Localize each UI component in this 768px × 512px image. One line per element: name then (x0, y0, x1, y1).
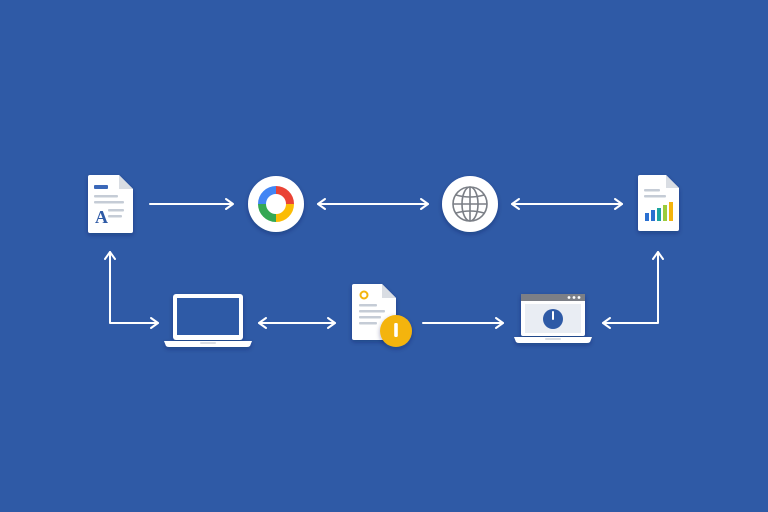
connectors (104, 198, 664, 329)
connector-text-document-to-color-wheel (149, 198, 234, 210)
chart-report-icon (638, 175, 679, 231)
globe-node (442, 176, 498, 232)
connector-laptop-alert-document (258, 317, 336, 329)
globe-icon (452, 186, 488, 222)
document-letter-glyph: A (95, 207, 108, 227)
chart-bar (651, 210, 655, 221)
connector-dashboard-laptop-chart-report (602, 251, 664, 329)
color-wheel-icon (258, 186, 294, 222)
chart-bar (657, 208, 661, 221)
dashboard-laptop-icon (514, 294, 592, 343)
dashboard-gauge-icon (543, 309, 563, 329)
alert-badge-icon (380, 315, 412, 347)
connector-text-document-laptop (104, 251, 159, 329)
connector-alert-document-to-dashboard-laptop (422, 317, 504, 329)
chart-bar (645, 213, 649, 221)
chart-bar (669, 202, 673, 221)
color-wheel-node (248, 176, 304, 232)
chart-bar (663, 205, 667, 221)
connector-color-wheel-globe (317, 198, 429, 210)
document-ring-icon (359, 290, 369, 300)
text-document-icon: A (88, 175, 133, 233)
connector-globe-chart-report (511, 198, 623, 210)
alert-document-node (352, 284, 412, 347)
laptop-icon (164, 294, 252, 347)
